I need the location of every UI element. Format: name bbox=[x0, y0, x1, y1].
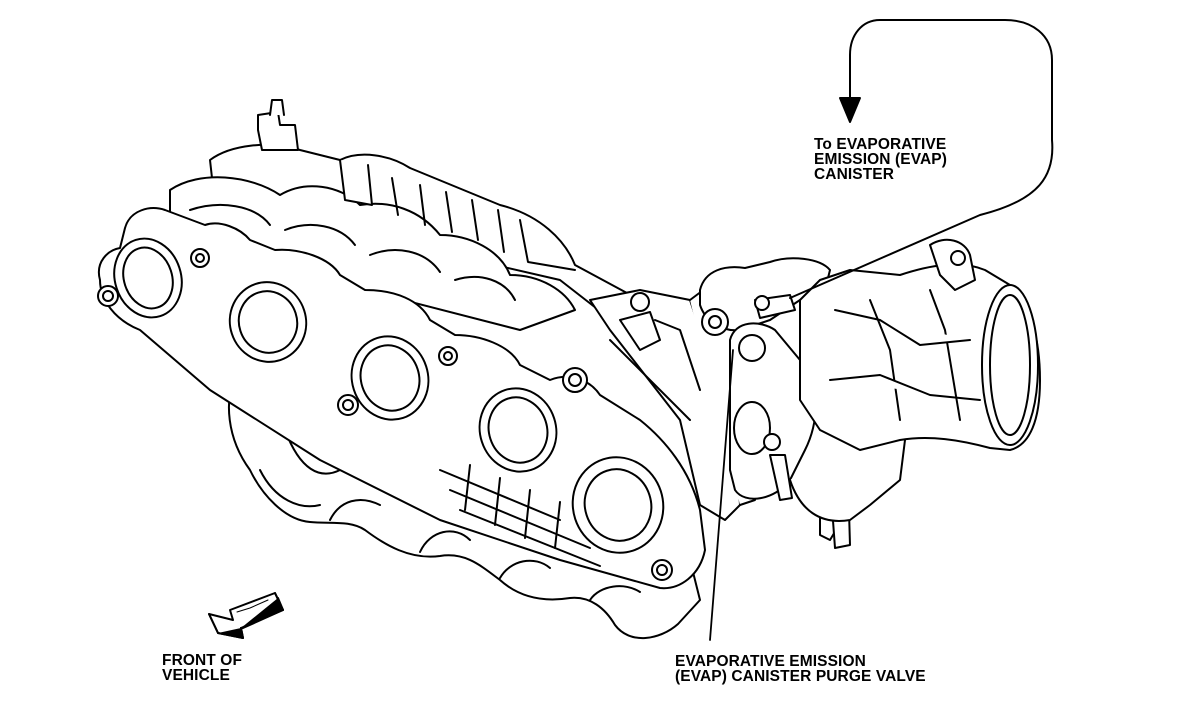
evap-canister-label-line-1: To EVAPORATIVE bbox=[814, 136, 947, 153]
front-of-vehicle-label-line-1: FRONT OF bbox=[162, 652, 243, 669]
manifold-upper-runners bbox=[169, 99, 641, 331]
front-direction-arrow-icon bbox=[208, 592, 284, 639]
front-of-vehicle-label-line-2: VEHICLE bbox=[162, 667, 230, 684]
purge-valve-label: EVAPORATIVE EMISSION (EVAP) CANISTER PUR… bbox=[675, 653, 926, 685]
front-of-vehicle-label: FRONT OF VEHICLE bbox=[162, 652, 243, 684]
purge-valve-label-line-1: EVAPORATIVE EMISSION bbox=[675, 653, 866, 670]
purge-valve-body bbox=[699, 257, 831, 336]
throttle-body bbox=[729, 238, 1041, 549]
purge-valve-label-line-2: (EVAP) CANISTER PURGE VALVE bbox=[675, 668, 926, 685]
evap-canister-label: To EVAPORATIVE EMISSION (EVAP) CANISTER bbox=[814, 136, 947, 183]
hose-route-arrow-icon bbox=[789, 19, 1054, 299]
evap-canister-label-line-2: EMISSION (EVAP) bbox=[814, 151, 947, 168]
evap-canister-label-line-3: CANISTER bbox=[814, 166, 895, 183]
head-flange bbox=[97, 207, 706, 590]
purge-valve-leader-line bbox=[709, 349, 734, 641]
